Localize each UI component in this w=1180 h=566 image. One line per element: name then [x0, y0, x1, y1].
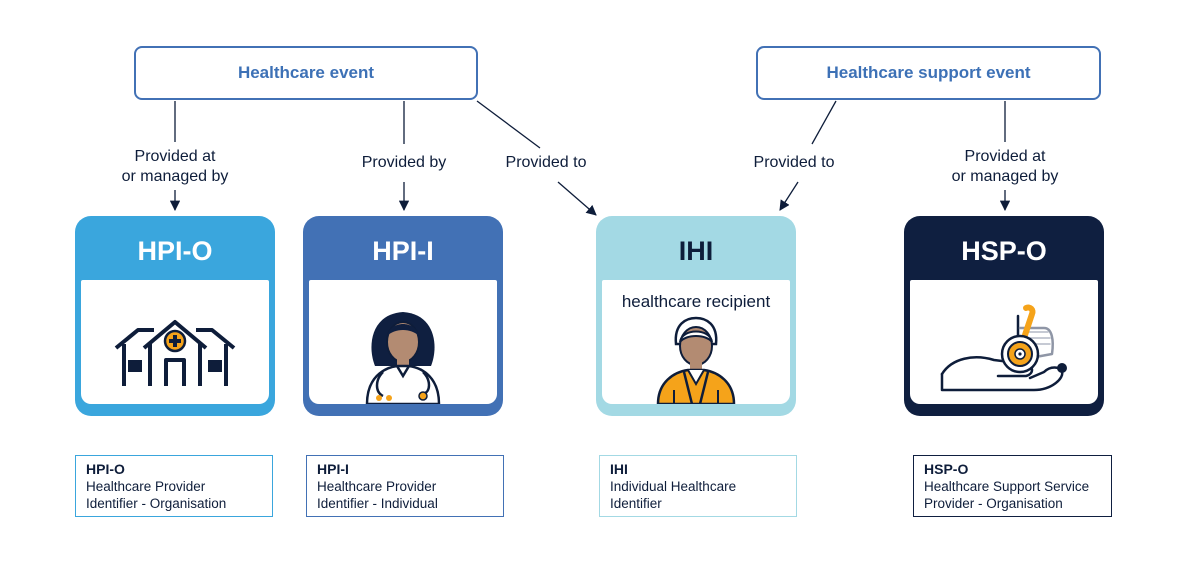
- card-subtitle-ihi: healthcare recipient: [621, 292, 771, 311]
- card-ihi: IHI healthcare recipient: [596, 216, 796, 416]
- card-body-hpii: [309, 280, 497, 404]
- legend-desc-line: Healthcare Provider: [86, 479, 206, 494]
- link-ihi-right-top: [811, 100, 837, 145]
- card-hpii: HPI-I: [303, 216, 503, 416]
- card-body-hspo: [910, 280, 1098, 404]
- legend-abbr: HPI-I: [317, 461, 349, 477]
- legend-hpii: HPI-I Healthcare Provider Identifier - I…: [306, 455, 504, 517]
- legend-desc-line: Identifier - Organisation: [86, 496, 227, 511]
- card-hpio: HPI-O: [75, 216, 275, 416]
- legend-desc-line: Identifier: [610, 496, 662, 511]
- legend-abbr: IHI: [610, 461, 628, 477]
- legend-desc-line: Healthcare Support Service: [924, 479, 1090, 494]
- link-ihi-right-arrow: [779, 181, 799, 211]
- healthcare-support-event-box: Healthcare support event: [756, 46, 1101, 100]
- legend-desc-line: Identifier - Individual: [317, 496, 438, 511]
- card-hspo: HSP-O: [904, 216, 1104, 416]
- edge-label-hpii: Provided by: [361, 154, 447, 171]
- hand-wheelchair-icon: [940, 304, 1067, 392]
- legend-desc-line: Individual Healthcare: [610, 479, 737, 494]
- hospital-building-icon: [114, 320, 236, 386]
- doctor-icon: [365, 312, 441, 404]
- legend-abbr: HSP-O: [924, 461, 969, 477]
- legend-hspo: HSP-O Healthcare Support Service Provide…: [913, 455, 1112, 517]
- card-title-hpio: HPI-O: [137, 235, 213, 266]
- legend-hpio: HPI-O Healthcare Provider Identifier - O…: [75, 455, 273, 517]
- edge-label-ihi-left: Provided to: [505, 154, 587, 171]
- edge-label-ihi-right: Provided to: [753, 154, 835, 171]
- card-title-hspo: HSP-O: [961, 235, 1047, 266]
- card-title-ihi: IHI: [678, 235, 714, 266]
- legend-ihi: IHI Individual Healthcare Identifier: [599, 455, 797, 517]
- card-body-hpio: [81, 280, 269, 404]
- legend-desc-line: Provider - Organisation: [924, 496, 1063, 511]
- healthcare-event-box: Healthcare event: [134, 46, 478, 100]
- link-ihi-left-arrow: [557, 181, 597, 216]
- card-title-hpii: HPI-I: [372, 235, 434, 266]
- legend-desc-line: Healthcare Provider: [317, 479, 437, 494]
- card-body-ihi: healthcare recipient: [602, 280, 790, 404]
- link-ihi-left-top: [476, 100, 541, 149]
- person-icon: [656, 316, 736, 404]
- legend-abbr: HPI-O: [86, 461, 125, 477]
